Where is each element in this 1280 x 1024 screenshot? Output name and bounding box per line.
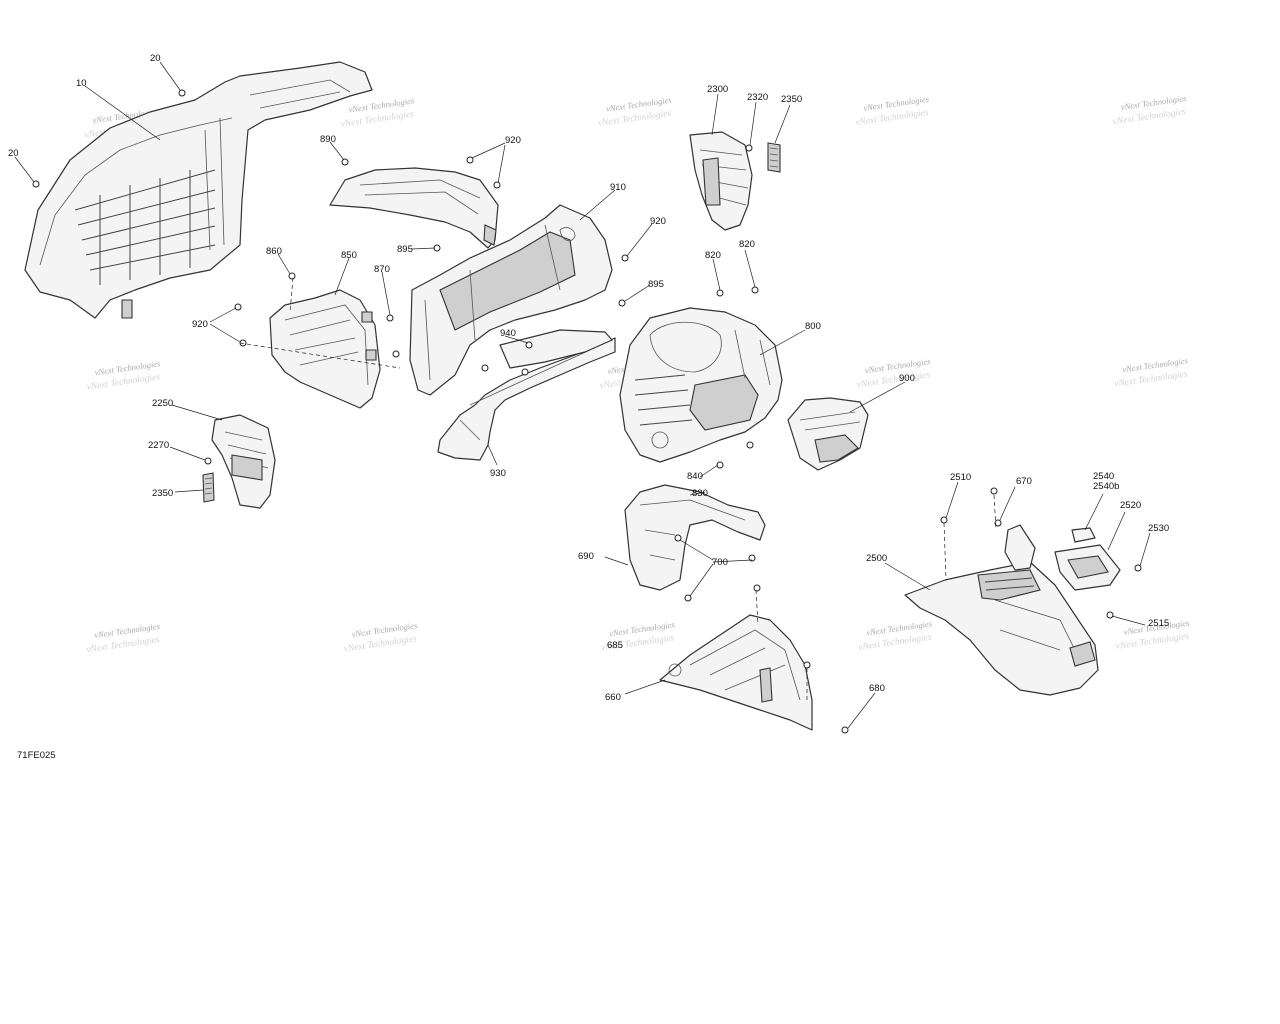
part-910-side-liner[interactable] [409, 204, 613, 396]
callout-2520: 2520 [1120, 500, 1141, 511]
callout-20: 20 [150, 53, 161, 64]
callout-895: 895 [648, 279, 664, 290]
callout-870: 870 [374, 264, 390, 275]
part-660-lower-tray[interactable] [659, 614, 813, 731]
part-2350-filter-left[interactable] [202, 472, 215, 503]
callout-860: 860 [266, 246, 282, 257]
assembly-centerlines [239, 277, 997, 700]
callout-920: 920 [192, 319, 208, 330]
callout-10: 10 [76, 78, 87, 89]
part-930-floor-mat[interactable] [437, 329, 616, 461]
part-900-cup-box[interactable] [787, 397, 869, 471]
callout-900: 900 [899, 373, 915, 384]
part-800-front-console[interactable] [619, 307, 783, 463]
callout-920: 920 [650, 216, 666, 227]
callout-820: 820 [705, 250, 721, 261]
part-10-front-grille[interactable] [24, 61, 373, 319]
part-890-upper-duct[interactable] [329, 167, 499, 249]
callout-2510: 2510 [950, 472, 971, 483]
callout-930: 930 [490, 468, 506, 479]
callout-2320: 2320 [747, 92, 768, 103]
part-2300-upper-duct[interactable] [689, 131, 753, 231]
callout-830: 830 [692, 488, 708, 499]
callout-2270: 2270 [148, 440, 169, 451]
part-2500-rear-cover[interactable] [904, 524, 1099, 696]
part-850-vent-box[interactable] [269, 289, 381, 409]
callout-2515: 2515 [1148, 618, 1169, 629]
callout-2530: 2530 [1148, 523, 1169, 534]
callout-685: 685 [607, 640, 623, 651]
callout-20: 20 [8, 148, 19, 159]
callout-660: 660 [605, 692, 621, 703]
callout-690: 690 [578, 551, 594, 562]
callout-800: 800 [805, 321, 821, 332]
callout-890: 890 [320, 134, 336, 145]
leader-lines [14, 61, 1151, 729]
callout-670: 670 [1016, 476, 1032, 487]
callout-2250: 2250 [152, 398, 173, 409]
part-690-lower-bracket[interactable] [624, 484, 766, 591]
callout-920: 920 [505, 135, 521, 146]
callout-910: 910 [610, 182, 626, 193]
callout-2540b: 2540b [1093, 481, 1119, 492]
part-2520-panel[interactable] [1054, 544, 1121, 591]
callout-2540: 2540 [1093, 471, 1114, 482]
callout-840: 840 [687, 471, 703, 482]
callout-700: 700 [712, 557, 728, 568]
callout-2500: 2500 [866, 553, 887, 564]
callout-680: 680 [869, 683, 885, 694]
fastener-set [32, 89, 1142, 734]
callout-850: 850 [341, 250, 357, 261]
callout-895: 895 [397, 244, 413, 255]
part-2250-small-duct[interactable] [211, 414, 276, 509]
figure-reference: 71FE025 [17, 750, 56, 761]
callout-2300: 2300 [707, 84, 728, 95]
callout-820: 820 [739, 239, 755, 250]
part-2540-cap[interactable] [1071, 527, 1096, 543]
callout-940: 940 [500, 328, 516, 339]
callout-2350: 2350 [152, 488, 173, 499]
callout-2350: 2350 [781, 94, 802, 105]
callout-labels: 20 10 20 890 920 895 910 920 895 860 850… [8, 53, 1169, 703]
part-2350-filter-right[interactable] [767, 142, 781, 173]
